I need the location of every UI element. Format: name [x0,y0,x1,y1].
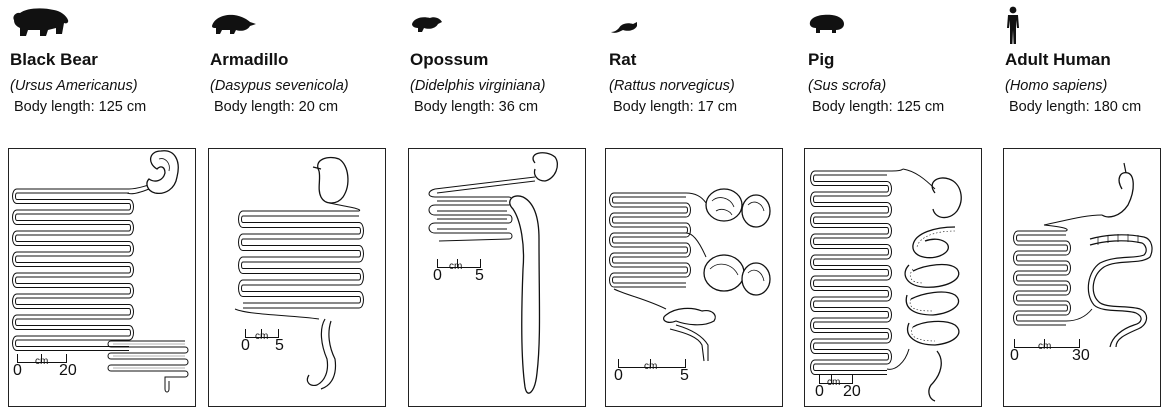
digestive-tract-drawing [209,149,385,406]
body-length: Body length: 36 cm [414,99,538,115]
bear-silhouette-icon [10,6,70,40]
body-length: Body length: 20 cm [214,99,338,115]
animal-name: Armadillo [210,50,288,70]
body-length: Body length: 180 cm [1009,99,1141,115]
human-silhouette-icon [1005,6,1021,46]
body-length: Body length: 125 cm [14,99,146,115]
body-length: Body length: 17 cm [613,99,737,115]
scientific-name: (Ursus Americanus) [10,78,138,94]
armadillo-silhouette-icon [210,10,256,36]
pig-silhouette-icon [808,12,846,34]
scientific-name: (Dasypus sevenicola) [210,78,349,94]
digestive-tract-panel-bear: 0 cm 20 [8,148,196,407]
scientific-name: (Sus scrofa) [808,78,886,94]
animal-name: Rat [609,50,636,70]
rat-silhouette-icon [609,12,639,36]
scientific-name: (Didelphis virginiana) [410,78,545,94]
scientific-name: (Homo sapiens) [1005,78,1107,94]
animal-name: Black Bear [10,50,98,70]
digestive-tract-panel-pig: 0 cm 20 [804,148,982,407]
digestive-tract-panel-armadillo: 0 cm 5 [208,148,386,407]
digestive-tract-panel-rat: 0 cm 5 [605,148,783,407]
animal-name: Adult Human [1005,50,1111,70]
digestive-tract-drawing [1004,149,1160,406]
digestive-tract-drawing [805,149,981,406]
digestive-tract-panel-human: 0 cm 30 [1003,148,1161,407]
scientific-name: (Rattus norvegicus) [609,78,735,94]
opossum-silhouette-icon [410,12,444,34]
animal-name: Pig [808,50,834,70]
digestive-tract-drawing [9,149,195,406]
body-length: Body length: 125 cm [812,99,944,115]
digestive-tract-panel-opossum: 0 cm 5 [408,148,586,407]
animal-name: Opossum [410,50,488,70]
